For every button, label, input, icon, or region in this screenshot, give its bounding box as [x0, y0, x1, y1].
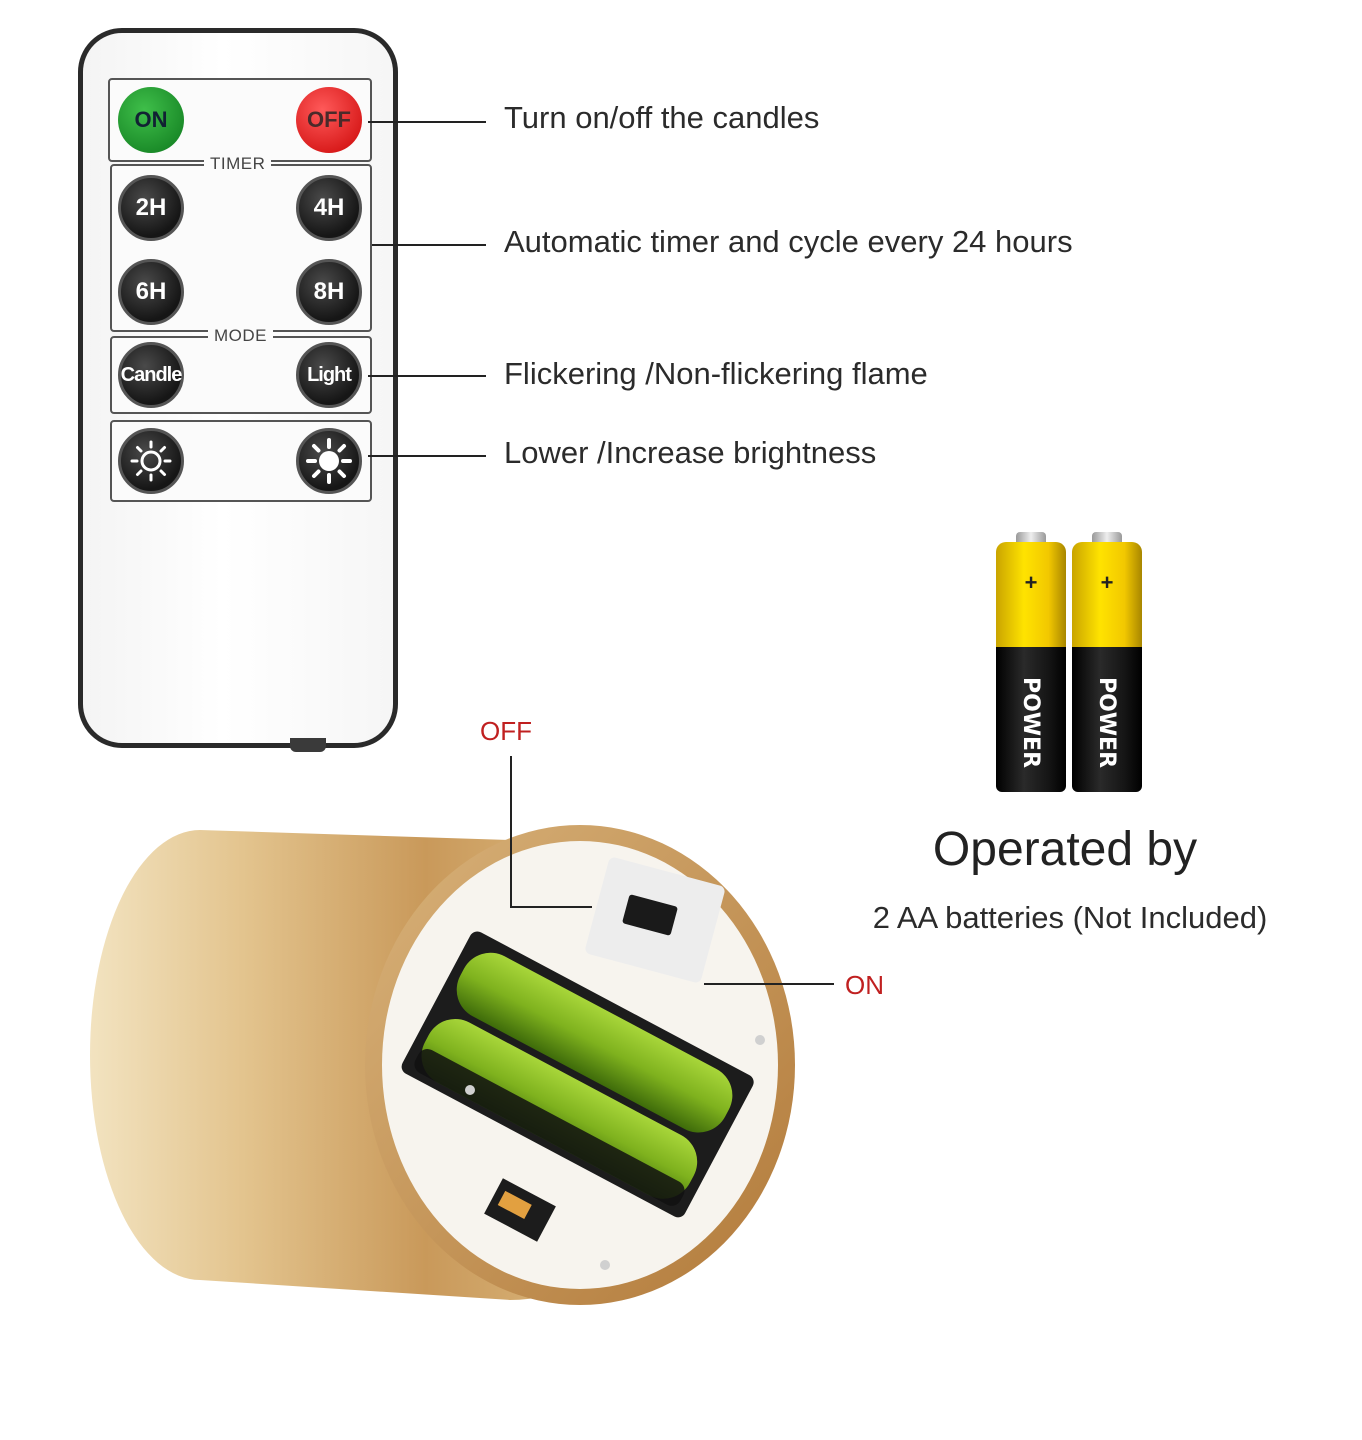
- battery-plus-sign: +: [1024, 570, 1038, 595]
- off-indicator-line-vertical: [510, 756, 512, 908]
- operated-by-title: Operated by: [932, 823, 1198, 876]
- lower-brightness-button[interactable]: [118, 428, 184, 494]
- switch-off-label: OFF: [480, 716, 532, 746]
- increase-brightness-button[interactable]: [296, 428, 362, 494]
- remote-bottom-tab: [290, 738, 326, 752]
- timer-label: TIMER: [204, 154, 272, 174]
- candle-base-illustration: [90, 825, 795, 1305]
- on-button[interactable]: ON: [118, 87, 184, 153]
- off-button[interactable]: OFF: [296, 87, 362, 153]
- brightness-panel: [110, 420, 372, 502]
- power-panel: ON OFF: [108, 78, 372, 162]
- switch-on-label: ON: [845, 970, 884, 1000]
- bright-sun-icon: [306, 438, 352, 484]
- mode-panel: MODE Candle Light: [110, 326, 372, 414]
- light-mode-button[interactable]: Light: [296, 342, 362, 408]
- battery-brand-label: POWER: [1018, 676, 1044, 768]
- aa-battery-left: + POWER: [996, 532, 1066, 792]
- brightness-callout-line: [368, 455, 486, 457]
- mode-callout-line: [368, 375, 486, 377]
- power-callout: Turn on/off the candles: [504, 100, 820, 135]
- timer-panel: TIMER 2H 4H 6H 8H: [110, 154, 372, 332]
- battery-brand-label: POWER: [1094, 676, 1120, 768]
- battery-requirement: 2 AA batteries (Not Included): [872, 900, 1268, 935]
- dim-sun-icon: [130, 440, 172, 482]
- candle-mode-button[interactable]: Candle: [118, 342, 184, 408]
- timer-callout: Automatic timer and cycle every 24 hours: [504, 224, 1073, 259]
- timer-4h-button[interactable]: 4H: [296, 175, 362, 241]
- timer-2h-button[interactable]: 2H: [118, 175, 184, 241]
- mode-callout: Flickering /Non-flickering flame: [504, 356, 928, 391]
- aa-battery-right: + POWER: [1072, 532, 1142, 792]
- battery-plus-sign: +: [1100, 570, 1114, 595]
- mode-label: MODE: [208, 326, 273, 346]
- on-indicator-line: [704, 983, 834, 985]
- power-callout-line: [368, 121, 486, 123]
- timer-8h-button[interactable]: 8H: [296, 259, 362, 325]
- timer-6h-button[interactable]: 6H: [118, 259, 184, 325]
- off-indicator-line-horizontal: [510, 906, 592, 908]
- brightness-callout: Lower /Increase brightness: [504, 435, 877, 470]
- timer-callout-line: [372, 244, 486, 246]
